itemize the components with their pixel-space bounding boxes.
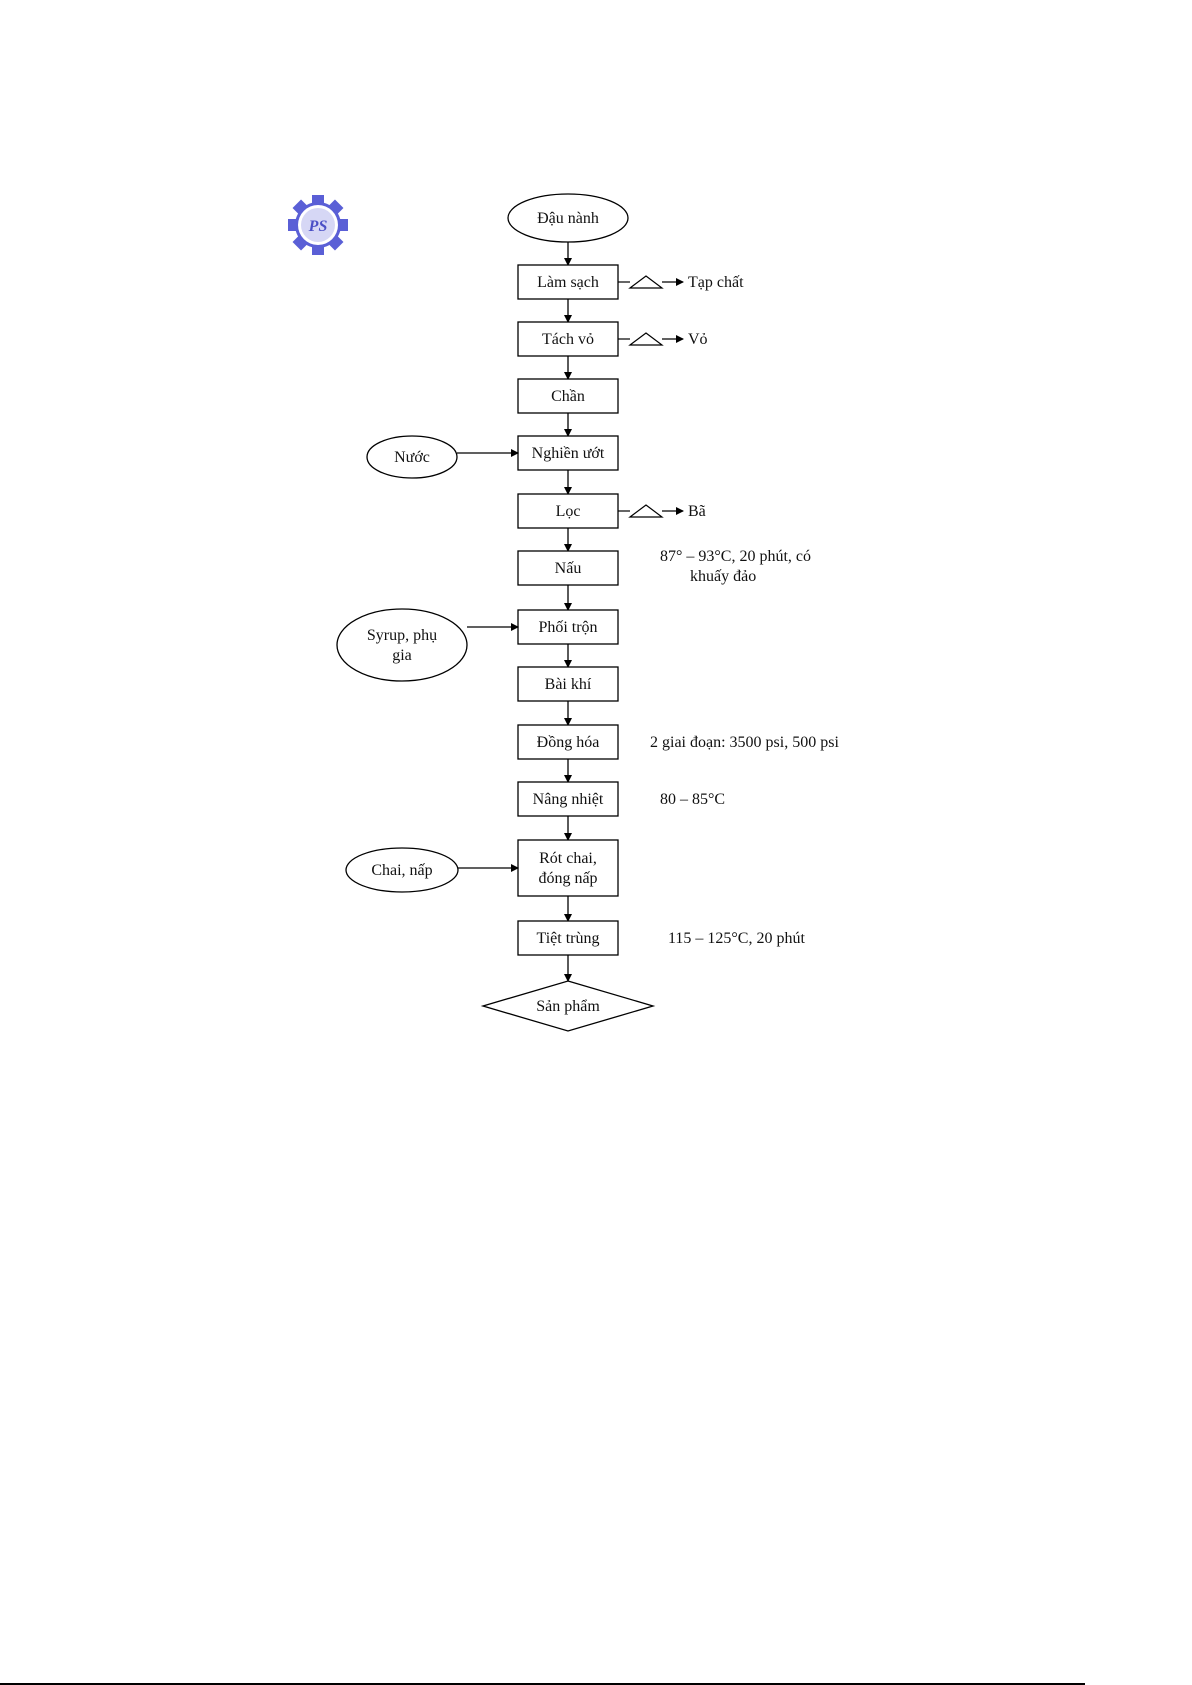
separator-triangle-icon [628, 332, 664, 346]
input-label: Syrup, phụ [367, 627, 437, 644]
logo: PS [288, 195, 348, 255]
input-oval [345, 847, 459, 893]
process-step-label: Tiệt trùng [537, 930, 600, 947]
input-oval [366, 435, 458, 479]
input-label: Nước [394, 449, 430, 466]
process-step-label: Tách vỏ [542, 331, 594, 348]
process-step-label: Chần [551, 388, 585, 405]
process-step-box [517, 839, 619, 897]
process-step-box [517, 724, 619, 760]
footer-rule [0, 1683, 1085, 1685]
start-label: Đậu nành [537, 210, 599, 227]
input-label: Chai, nấp [371, 862, 432, 879]
end-diamond [480, 980, 656, 1032]
process-step-box [517, 666, 619, 702]
output-label: Vỏ [688, 331, 708, 348]
process-step-label: Nâng nhiệt [533, 791, 604, 808]
process-note: 2 giai đoạn: 3500 psi, 500 psi [650, 734, 839, 751]
process-step-box [517, 321, 619, 357]
process-step-box [517, 435, 619, 471]
process-step-box [517, 264, 619, 300]
process-step-label: Bài khí [545, 676, 592, 693]
process-step-label: Lọc [556, 503, 581, 520]
separator-triangle-icon [628, 504, 664, 518]
process-note: 115 – 125°C, 20 phút [668, 930, 805, 947]
output-label: Bã [688, 503, 706, 520]
input-oval [336, 608, 468, 682]
process-step-label: Rót chai, [539, 850, 597, 867]
logo-text: PS [308, 218, 328, 235]
process-step-label: Phối trộn [538, 619, 597, 636]
process-step-label: Nấu [555, 560, 582, 577]
process-step-box [517, 493, 619, 529]
process-note: khuấy đảo [690, 568, 756, 585]
process-step-label: Đồng hóa [537, 734, 600, 751]
process-note: 80 – 85°C [660, 791, 725, 808]
process-step-label: Nghiền ướt [532, 445, 605, 462]
process-step-label: đóng nấp [538, 870, 597, 887]
process-note: 87° – 93°C, 20 phút, có [660, 548, 811, 565]
input-label: gia [392, 647, 412, 664]
separator-triangle-icon [628, 275, 664, 289]
output-label: Tạp chất [688, 274, 744, 291]
process-step-box [517, 550, 619, 586]
end-label: Sản phẩm [536, 998, 600, 1015]
process-step-label: Làm sạch [537, 274, 599, 291]
process-step-box [517, 378, 619, 414]
process-step-box [517, 920, 619, 956]
